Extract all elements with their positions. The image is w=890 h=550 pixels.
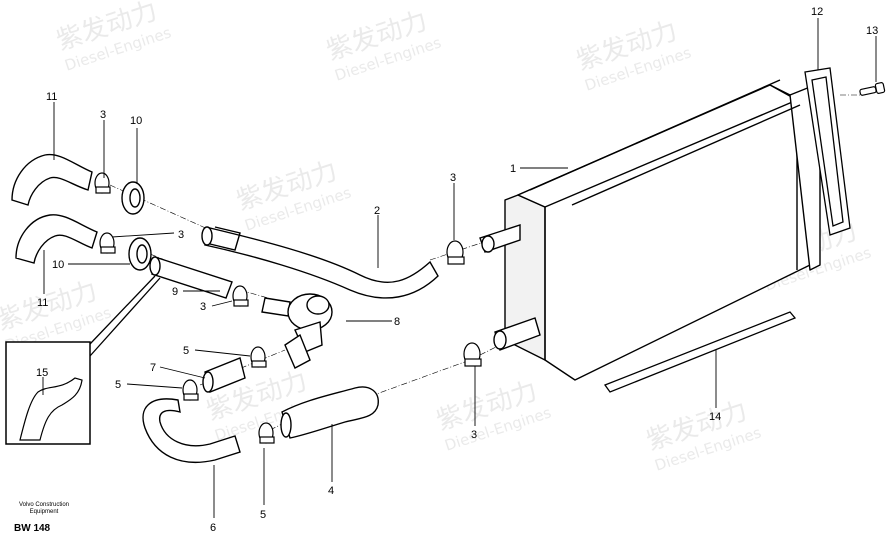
hose-2 [201, 226, 439, 299]
callout-5: 5 [115, 379, 121, 391]
hose-11-lower [15, 214, 98, 264]
radiator-pipes [479, 224, 541, 351]
screw-13 [859, 82, 886, 96]
seal-strip-14 [603, 311, 797, 393]
heater-core [504, 79, 821, 381]
callout-15: 15 [36, 367, 48, 379]
callout-3: 3 [200, 301, 206, 313]
callout-1: 1 [510, 163, 516, 175]
callout-10: 10 [130, 115, 142, 127]
callout-3: 3 [471, 429, 477, 441]
callout-13: 13 [866, 25, 878, 37]
callout-11: 11 [37, 297, 48, 309]
valve-8 [261, 293, 333, 369]
footer-organization: Volvo Construction Equipment [14, 502, 74, 516]
callout-3: 3 [178, 229, 184, 241]
detail-box-15 [5, 275, 161, 445]
watermark-2: 紫发动力 Diesel-Engines [323, 6, 444, 85]
callout-2: 2 [374, 205, 380, 217]
footer-org-line2: Equipment [29, 509, 59, 515]
drawing-code: BW 148 [14, 523, 51, 534]
leader-lines [42, 18, 877, 518]
callout-3: 3 [450, 172, 456, 184]
footer-org-line1: Volvo Construction [18, 502, 70, 508]
callout-9: 9 [172, 286, 178, 298]
hose-9 [149, 256, 233, 299]
seal-strip-12 [804, 67, 851, 236]
callout-5: 5 [183, 345, 189, 357]
callout-7: 7 [150, 362, 156, 374]
watermark-3: 紫发动力 Diesel-Engines [573, 16, 694, 95]
callout-8: 8 [394, 316, 400, 328]
watermark-4: 紫发动力 Diesel-Engines [233, 156, 354, 235]
watermark-9: 紫发动力 Diesel-Engines [643, 396, 764, 475]
watermark-8: 紫发动力 Diesel-Engines [433, 376, 554, 455]
callout-11: 11 [46, 91, 57, 103]
hose-7 [202, 357, 246, 393]
callout-5: 5 [260, 509, 266, 521]
hose-4 [280, 386, 379, 439]
clamps-3 [94, 172, 482, 367]
hose-11-upper [11, 153, 93, 206]
clamps-5 [182, 346, 275, 444]
rings-10 [121, 181, 152, 271]
callout-10: 10 [52, 259, 64, 271]
callout-12: 12 [811, 6, 823, 18]
callout-3: 3 [100, 109, 106, 121]
watermark-1: 紫发动力 Diesel-Engines [53, 0, 174, 75]
callout-6: 6 [210, 522, 216, 534]
callout-4: 4 [328, 485, 334, 497]
callout-labels: 1 2 3 3 3 3 3 4 5 5 5 6 7 8 9 10 10 11 1… [36, 6, 878, 534]
callout-14: 14 [709, 411, 721, 423]
hose-6 [142, 398, 241, 464]
